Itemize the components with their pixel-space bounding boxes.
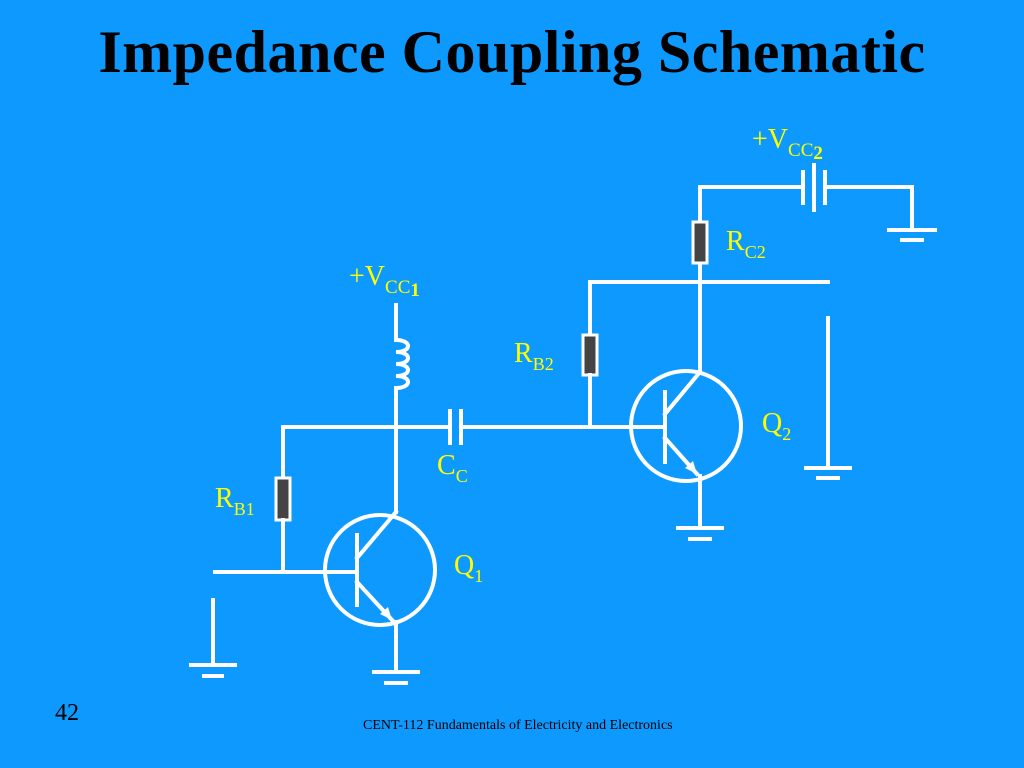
resistor-rb2 xyxy=(581,333,599,377)
slide-number: 42 xyxy=(55,700,79,726)
q1-collector-lead xyxy=(354,509,399,561)
label-q2: Q2 xyxy=(762,408,791,444)
label-rb1: RB1 xyxy=(215,483,255,519)
label-rc2: RC2 xyxy=(726,226,766,262)
resistor-rc2 xyxy=(691,220,709,265)
q2-collector-lead xyxy=(662,369,703,417)
slide-footer: CENT-112 Fundamentals of Electricity and… xyxy=(363,718,673,733)
ground-symbol-input xyxy=(189,663,237,678)
ground-symbol-q2 xyxy=(676,526,724,541)
q2-emitter-arrow xyxy=(685,461,697,474)
transistor-q2 xyxy=(629,369,743,483)
inductor-coil xyxy=(393,337,410,391)
label-rb2: RB2 xyxy=(514,338,554,374)
slide-title: Impedance Coupling Schematic xyxy=(98,19,926,85)
ground-symbol-vcc2 xyxy=(887,228,937,242)
transistor-q1 xyxy=(323,509,437,627)
q1-emitter-arrow xyxy=(380,607,392,620)
label-cc: CC xyxy=(437,450,468,486)
resistor-rb1 xyxy=(274,476,292,522)
label-vcc2: +VCC2 xyxy=(752,124,823,164)
q2-body xyxy=(629,369,743,483)
ground-symbol-q1 xyxy=(372,670,420,685)
label-vcc1: +VCC1 xyxy=(349,261,420,301)
label-q1: Q1 xyxy=(454,550,483,586)
ground-symbol-output xyxy=(804,466,852,480)
